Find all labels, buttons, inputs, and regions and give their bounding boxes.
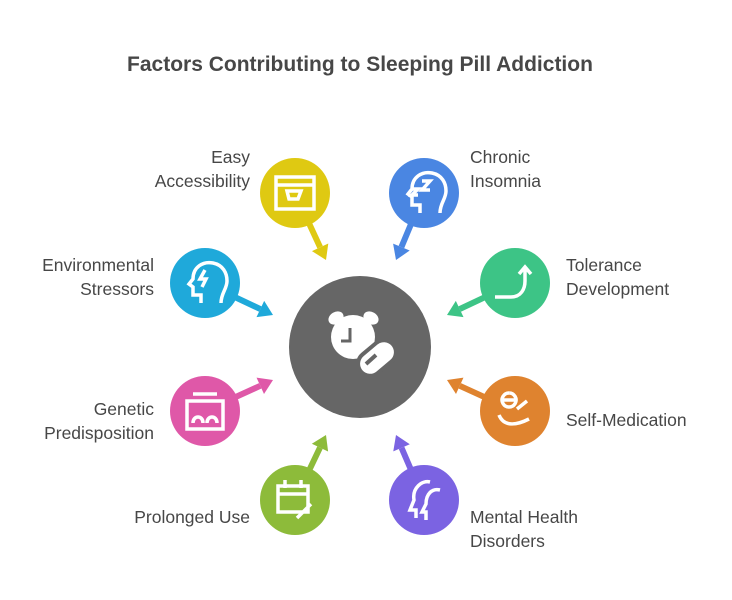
diagram-title: Factors Contributing to Sleeping Pill Ad… [127, 53, 593, 76]
arrow-head [256, 377, 273, 394]
arrow-head [311, 243, 329, 260]
factor-tolerance-development [447, 248, 550, 318]
factor-chronic-insomnia [389, 158, 459, 260]
rising-curve-icon [495, 264, 533, 299]
alarm-clock-pill-icon [328, 311, 398, 378]
arrow-head [393, 243, 410, 260]
factor-circle [480, 248, 550, 318]
label-prolonged-use: Prolonged Use [134, 507, 250, 527]
factor-circle [389, 465, 459, 535]
factor-easy-accessibility [260, 158, 330, 260]
factor-self-medication [447, 376, 550, 446]
arrow-head [447, 300, 464, 318]
hand-pills-icon [497, 391, 530, 426]
factor-circle [480, 376, 550, 446]
factor-genetic-predisposition [170, 376, 273, 446]
arrow-head [311, 435, 329, 452]
calendar-edit-icon [276, 480, 313, 520]
arrow-head [393, 435, 410, 452]
label-self-medication: Self-Medication [566, 410, 687, 430]
online-shop-cart-icon [274, 175, 316, 211]
family-jar-icon [185, 392, 225, 431]
factor-circle [170, 376, 240, 446]
factor-circle [260, 158, 330, 228]
factor-environmental-stressors [170, 248, 273, 318]
arrow-head [256, 300, 273, 318]
arrow-head [447, 377, 464, 394]
factor-circle [389, 158, 459, 228]
stressed-head-icon [186, 260, 229, 304]
sleeping-head-icon [405, 170, 448, 214]
factor-prolonged-use [260, 435, 330, 535]
factor-mental-health-disorders [389, 435, 459, 535]
factor-circle [260, 465, 330, 535]
heads-profile-icon [407, 479, 441, 520]
